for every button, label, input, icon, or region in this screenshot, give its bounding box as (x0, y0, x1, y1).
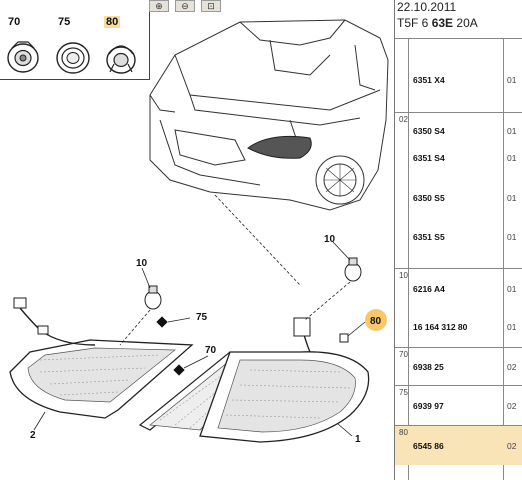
zoom-in-icon: ⊕ (155, 0, 163, 11)
zoom-in-button[interactable]: ⊕ (149, 0, 169, 12)
part-quantity: 01 (507, 126, 517, 136)
tail-lamp-location (247, 135, 312, 159)
car-outline (149, 19, 389, 211)
callout-10-left: 10 (136, 258, 148, 269)
part-quantity: 02 (507, 362, 517, 372)
part-reference[interactable]: 6351 S5 (413, 232, 445, 242)
left-tail-lamp[interactable] (9, 339, 194, 419)
catalog-code-bold: 63E (431, 16, 454, 30)
zoom-out-icon: ⊖ (181, 0, 189, 11)
socket-80-marker[interactable] (339, 333, 349, 343)
table-row[interactable]: 02 6350 S4 01 6351 S4 01 6350 S5 01 6351… (395, 112, 522, 268)
parts-list-panel: 22.10.2011 T5F 6 63E 20A 6351 X4 01 02 6… (394, 0, 522, 480)
callout-70: 70 (205, 345, 217, 356)
row-item-number: 75 (399, 388, 408, 397)
catalog-code-suffix: 20A (456, 16, 478, 30)
table-row[interactable]: 70 6938 25 02 (395, 347, 522, 385)
catalog-code-prefix: T5F 6 (397, 16, 429, 30)
row-item-number: 10 (399, 271, 408, 280)
bulb-left-icon[interactable] (144, 285, 162, 310)
part-reference[interactable]: 6350 S4 (413, 126, 445, 136)
thumb-label-80: 80 (104, 16, 121, 28)
accessory-thumbnails: 70 75 80 (0, 12, 150, 80)
row-item-number: 70 (399, 350, 408, 359)
leader-lines (33, 194, 366, 437)
callout-1: 1 (355, 434, 361, 445)
right-tail-lamp[interactable] (199, 351, 370, 443)
callout-75: 75 (196, 312, 208, 323)
part-quantity: 01 (507, 322, 517, 332)
part-quantity: 01 (507, 75, 517, 85)
thumb-label-70: 70 (8, 16, 21, 28)
table-row[interactable]: 6351 X4 01 (395, 38, 522, 110)
part-quantity: 01 (507, 193, 517, 203)
part-reference[interactable]: 6938 25 (413, 362, 444, 372)
table-row[interactable]: 10 6216 A4 01 16 164 312 80 01 (395, 268, 522, 346)
part-reference[interactable]: 16 164 312 80 (413, 322, 468, 332)
zoom-out-button[interactable]: ⊖ (175, 0, 195, 12)
seal-70-marker[interactable] (173, 364, 185, 376)
part-reference[interactable]: 6351 X4 (413, 75, 445, 85)
part-reference[interactable]: 6351 S4 (413, 153, 445, 163)
part-quantity: 01 (507, 284, 517, 294)
part-quantity: 02 (507, 441, 517, 451)
column-divider (408, 38, 409, 480)
callout-10-right: 10 (324, 234, 336, 245)
table-row[interactable]: 75 6939 97 02 (395, 385, 522, 425)
catalog-code: T5F 6 63E 20A (397, 16, 478, 30)
part-quantity: 01 (507, 232, 517, 242)
callout-2: 2 (30, 430, 36, 441)
row-item-number: 02 (399, 115, 408, 124)
parts-diagram: ⊕ ⊖ ⊡ 70 75 80 (0, 0, 389, 445)
part-reference[interactable]: 6216 A4 (413, 284, 445, 294)
exploded-view-drawing: 10 10 75 70 80 2 1 (9, 19, 389, 445)
fit-button[interactable]: ⊡ (201, 0, 221, 12)
right-connector (293, 317, 311, 337)
part-quantity: 02 (507, 401, 517, 411)
left-connector (13, 297, 27, 309)
bulb-right-icon[interactable] (344, 257, 362, 282)
seal-75-icon[interactable] (52, 34, 94, 78)
diagram-toolbar: ⊕ ⊖ ⊡ (149, 0, 221, 12)
part-reference[interactable]: 6939 97 (413, 401, 444, 411)
bulb-holder-70-icon[interactable] (2, 34, 44, 78)
part-reference[interactable]: 6545 86 (413, 441, 444, 451)
part-quantity: 01 (507, 153, 517, 163)
row-item-number: 80 (399, 428, 408, 437)
part-reference[interactable]: 6350 S5 (413, 193, 445, 203)
callout-80-highlight (365, 309, 387, 331)
fit-icon: ⊡ (207, 0, 215, 11)
seal-75-marker[interactable] (156, 316, 168, 328)
bulb-socket-80-icon[interactable] (100, 34, 142, 78)
column-divider (503, 38, 504, 480)
callout-80: 80 (370, 316, 382, 327)
left-clip (37, 325, 49, 335)
table-row-selected[interactable]: 80 6545 86 02 (395, 425, 522, 465)
thumb-label-75: 75 (58, 16, 71, 28)
catalog-date: 22.10.2011 (397, 0, 457, 14)
left-wiring (19, 307, 96, 346)
